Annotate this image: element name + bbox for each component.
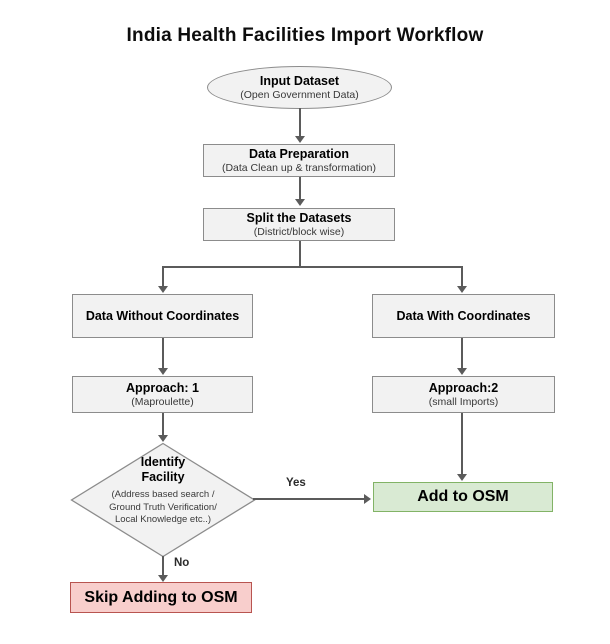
connector-input-to-preparation: [299, 108, 301, 136]
node-data-with-coordinates-label: Data With Coordinates: [396, 308, 531, 323]
arrowhead-branch-left-icon: [158, 286, 168, 293]
node-add-to-osm: Add to OSM: [373, 482, 553, 512]
node-approach-1: Approach: 1 (Maproulette): [72, 376, 253, 413]
arrowhead-no-icon: [158, 575, 168, 582]
node-data-preparation-label: Data Preparation: [248, 146, 350, 161]
node-approach-1-sublabel: (Maproulette): [131, 395, 194, 408]
connector-preparation-to-split: [299, 177, 301, 199]
connector-split-stem: [299, 241, 301, 267]
arrowhead-branch-right-icon: [457, 286, 467, 293]
node-input-dataset-label: Input Dataset: [259, 73, 340, 88]
connector-branch-left: [162, 266, 164, 287]
node-split-datasets-sublabel: (District/block wise): [253, 225, 345, 238]
node-approach-2: Approach:2 (small Imports): [372, 376, 555, 413]
node-input-dataset-sublabel: (Open Government Data): [240, 88, 359, 101]
node-approach-2-label: Approach:2: [428, 380, 499, 395]
node-data-with-coordinates: Data With Coordinates: [372, 294, 555, 338]
arrowhead-withoutcoords-to-approach1-icon: [158, 368, 168, 375]
connector-withoutcoords-to-approach1: [162, 338, 164, 369]
edge-label-no: No: [174, 557, 190, 569]
node-data-without-coordinates: Data Without Coordinates: [72, 294, 253, 338]
node-approach-2-sublabel: (small Imports): [428, 395, 499, 408]
node-skip-adding-to-osm-label: Skip Adding to OSM: [84, 588, 238, 606]
arrowhead-approach2-to-add-icon: [457, 474, 467, 481]
node-skip-adding-to-osm: Skip Adding to OSM: [70, 582, 252, 613]
node-add-to-osm-label: Add to OSM: [417, 488, 509, 505]
node-data-preparation: Data Preparation (Data Clean up & transf…: [203, 144, 395, 177]
node-data-preparation-sublabel: (Data Clean up & transformation): [221, 161, 377, 174]
node-data-without-coordinates-label: Data Without Coordinates: [85, 308, 240, 323]
diagram-title: India Health Facilities Import Workflow: [126, 25, 484, 46]
connector-approach2-to-add: [461, 413, 463, 474]
connector-branch-horizontal: [162, 266, 463, 268]
arrowhead-withcoords-to-approach2-icon: [457, 368, 467, 375]
connector-withcoords-to-approach2: [461, 338, 463, 369]
node-approach-1-label: Approach: 1: [126, 380, 199, 395]
node-split-datasets: Split the Datasets (District/block wise): [203, 208, 395, 241]
diamond-polygon: [70, 442, 256, 558]
connector-branch-right: [461, 266, 463, 287]
connector-yes: [253, 498, 364, 500]
node-split-datasets-label: Split the Datasets: [246, 210, 352, 225]
node-input-dataset: Input Dataset (Open Government Data): [207, 66, 392, 109]
arrowhead-yes-icon: [364, 494, 371, 504]
arrowhead-input-to-preparation-icon: [295, 136, 305, 143]
connector-no: [162, 556, 164, 576]
decision-identify-facility-shape: [70, 442, 256, 558]
arrowhead-preparation-to-split-icon: [295, 199, 305, 206]
arrowhead-approach1-to-identify-icon: [158, 435, 168, 442]
edge-label-yes: Yes: [286, 477, 306, 489]
connector-approach1-to-identify: [162, 413, 164, 436]
